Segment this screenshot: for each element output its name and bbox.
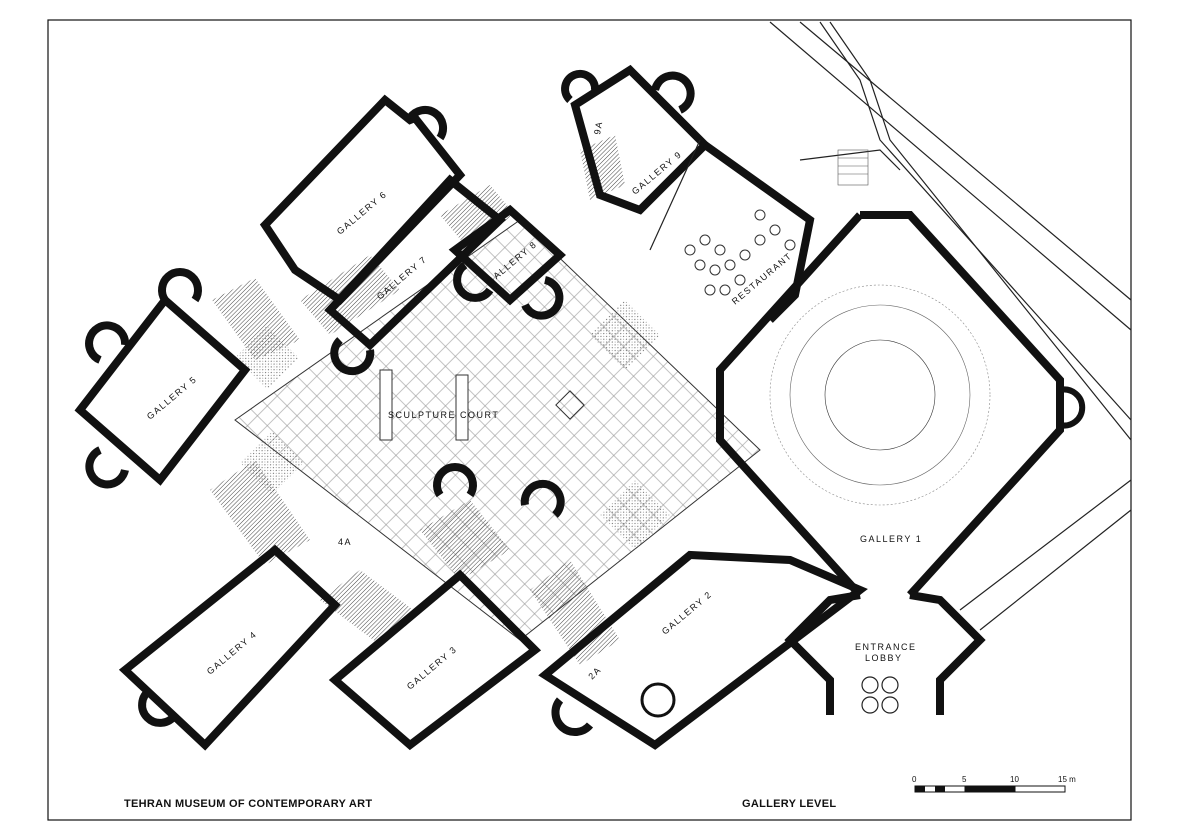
gallery-9-wing xyxy=(561,64,711,215)
label-gallery-9a: 9A xyxy=(592,120,604,136)
label-gallery-4: GALLERY 4 xyxy=(205,629,259,677)
gallery-6-wing xyxy=(259,94,466,306)
scale-bar xyxy=(914,785,1066,793)
restaurant-wing xyxy=(649,139,815,323)
gallery-4-wing xyxy=(118,544,341,751)
site-boundary xyxy=(769,21,1132,631)
label-lobby: LOBBY xyxy=(865,653,903,663)
stair-north xyxy=(837,149,869,186)
gallery-3-wing xyxy=(328,463,542,751)
label-entrance: ENTRANCE xyxy=(855,642,917,652)
drawing-level: GALLERY LEVEL xyxy=(742,798,836,810)
restaurant-tables xyxy=(684,209,796,296)
label-gallery-2: GALLERY 2 xyxy=(660,589,714,637)
label-gallery-2a: 2A xyxy=(586,664,603,681)
label-gallery-6: GALLERY 6 xyxy=(335,189,389,237)
label-gallery-3: GALLERY 3 xyxy=(405,644,459,692)
entrance-lobby xyxy=(784,591,986,715)
scale-tick-10: 10 xyxy=(1010,775,1019,784)
scale-tick-15: 15 m xyxy=(1058,775,1076,784)
scale-tick-0: 0 xyxy=(912,775,917,784)
label-gallery-5: GALLERY 5 xyxy=(145,374,199,422)
gallery-5-wing xyxy=(74,268,251,489)
label-gallery-1: GALLERY 1 xyxy=(860,534,922,544)
sculpture-court xyxy=(234,219,761,641)
gallery-2-wing xyxy=(520,479,868,750)
gallery-8-wing xyxy=(448,204,566,320)
drawing-title: TEHRAN MUSEUM OF CONTEMPORARY ART xyxy=(124,798,372,810)
gallery-1-octagon xyxy=(716,211,1086,598)
label-sculpture-court: SCULPTURE COURT xyxy=(388,410,499,420)
scale-tick-5: 5 xyxy=(962,775,967,784)
label-gallery-4a: 4A xyxy=(338,537,352,547)
